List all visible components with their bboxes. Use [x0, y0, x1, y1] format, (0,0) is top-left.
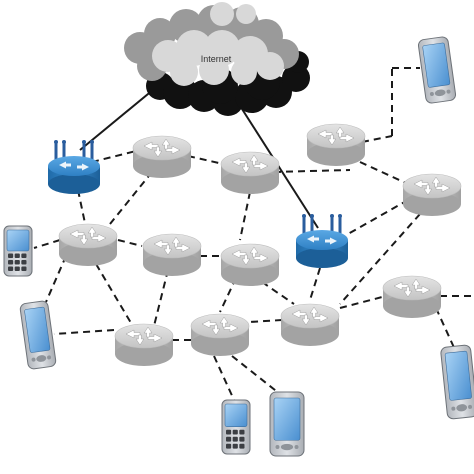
router-icon	[190, 313, 250, 356]
link-router3-router6	[239, 191, 251, 241]
router-icon	[58, 223, 118, 266]
mobile-phone-icon	[221, 399, 251, 455]
link-router10-router11	[339, 213, 421, 305]
link-router4-router5	[117, 239, 143, 247]
link-router9-top-pda	[361, 135, 393, 143]
wireless-router-icon	[296, 214, 348, 268]
router-icon	[280, 303, 340, 346]
link-router4-phone	[33, 239, 61, 249]
link-router8-bottom-pda	[231, 355, 281, 395]
router-icon	[142, 233, 202, 276]
link-router5-router7	[153, 269, 169, 327]
link-router9-router10	[359, 161, 409, 185]
link-wr2-router11	[309, 267, 321, 301]
link-router4-router7	[95, 263, 135, 329]
router-icon	[306, 123, 366, 166]
link-router11-router12	[339, 295, 387, 309]
router-icon	[132, 135, 192, 178]
link-wr1-router4	[77, 189, 87, 229]
link-router6-router11	[261, 281, 295, 305]
pda-icon	[269, 391, 305, 457]
pda-icon	[440, 344, 474, 420]
link-router8-bottom-phone	[213, 355, 235, 401]
link-router3-router9	[273, 169, 351, 173]
link-router10-wr2	[347, 199, 409, 235]
cloud-label: Internet	[201, 54, 232, 64]
pda-icon	[19, 300, 57, 370]
router-icon	[382, 275, 442, 318]
link-router4-left-pda	[45, 255, 67, 303]
wireless-router-icon	[48, 140, 100, 194]
internet-cloud: Internet	[124, 2, 310, 116]
link-router11-router8	[249, 319, 283, 323]
link-router7-left-pda	[53, 329, 115, 335]
mobile-phone-icon	[3, 225, 33, 277]
router-icon	[220, 151, 280, 194]
router-icon	[220, 243, 280, 286]
router-icon	[114, 323, 174, 366]
network-links	[33, 67, 474, 401]
link-router12-right-pda	[435, 307, 457, 353]
router-icon	[402, 173, 462, 216]
link-router2-router4	[109, 171, 153, 225]
pda-icon	[417, 36, 457, 104]
